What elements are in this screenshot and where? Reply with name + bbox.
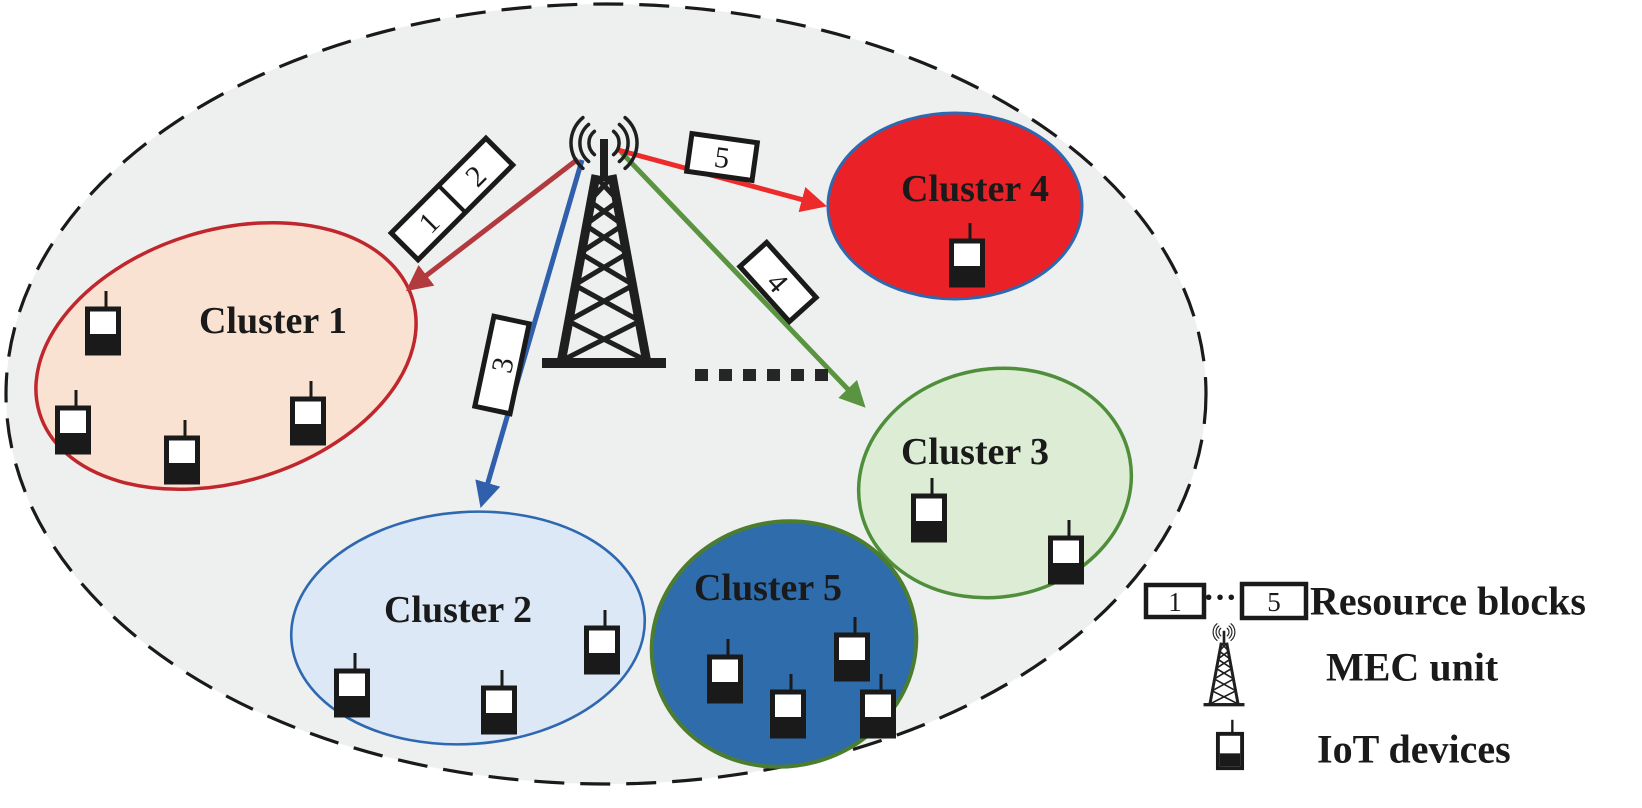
legend-resource-block-last: 5 [1239, 581, 1309, 621]
legend-resource-blocks-label: Resource blocks [1310, 579, 1586, 624]
arrow-to-cluster-1 [405, 157, 580, 292]
resource-block-4: 4 [736, 238, 820, 326]
legend-block-last-label: 5 [1267, 587, 1281, 617]
cluster-1-label: Cluster 1 [199, 300, 347, 342]
cluster-4-ellipse [826, 111, 1084, 301]
legend-block-dots: ··· [1203, 580, 1237, 617]
arrow-to-cluster-2 [475, 159, 585, 508]
cluster-2-label: Cluster 2 [384, 589, 532, 631]
legend-block-first-label: 1 [1168, 587, 1182, 617]
resource-block-5: 5 [683, 130, 761, 184]
legend: 1 ··· 5 Resource blocks MEC unit IoT dev… [1143, 579, 1586, 772]
iot-device-icon [1215, 717, 1245, 771]
arrow-to-cluster-3 [619, 150, 866, 408]
cluster-5-label: Cluster 5 [694, 567, 842, 609]
resource-block-5-label: 5 [712, 141, 731, 176]
dots-ellipsis-icon [695, 369, 828, 381]
cluster-5-ellipse [649, 519, 919, 769]
resource-block-1-2: 1 2 [387, 134, 517, 264]
legend-resource-block-first: 1 [1143, 582, 1207, 620]
tower-icon [1202, 622, 1246, 708]
cluster-2-ellipse [289, 510, 647, 746]
resource-block-3: 3 [471, 313, 533, 417]
legend-mec-unit-label: MEC unit [1326, 645, 1499, 690]
resource-block-3-label: 3 [485, 354, 520, 376]
legend-iot-devices-label: IoT devices [1317, 727, 1511, 772]
cluster-4-label: Cluster 4 [901, 168, 1049, 210]
cluster-3-label: Cluster 3 [901, 431, 1049, 473]
